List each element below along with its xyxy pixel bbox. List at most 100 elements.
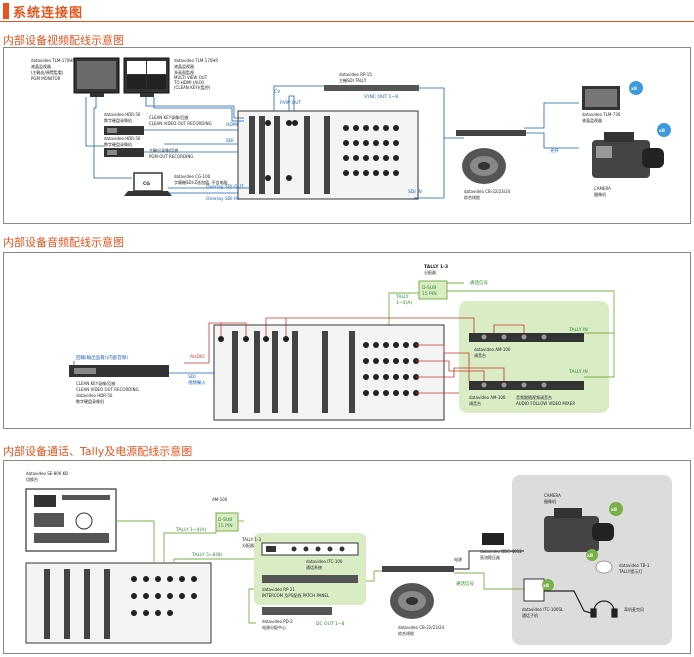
audio-section-title: 内部设备音频配线示意图 <box>3 236 124 249</box>
intercom-camera-badge-bg <box>609 502 623 516</box>
video-diagram: datavideo TLM-170HR 液晶监视器 (主輸出/預覽監看) PGM… <box>31 57 671 202</box>
pgm-monitor-line3: PGM MONITOR <box>31 76 61 81</box>
page-title: 系统连接图 <box>13 6 84 21</box>
overlay-out-label: Overlay SDI OUT <box>206 184 244 190</box>
intercom-dsub-line1: D-SUB <box>218 517 232 523</box>
rp21-desc: INTERCOM 及PS配线 PATCH PANEL <box>262 592 330 598</box>
hdr-line3: CLEAN VIDEO OUT RECORDING <box>76 387 139 392</box>
se800-keyboard <box>25 488 117 552</box>
am100-top <box>469 333 584 342</box>
tally-in-top: TALLY IN <box>568 327 588 333</box>
sync-out-label: SYNC OUT 1~8 <box>364 94 398 100</box>
tb1-unit <box>595 560 613 574</box>
intercom-tally-58: TALLY 5~8(B) <box>191 552 222 558</box>
am-bottom-model: datavideo AM-100 <box>469 395 506 400</box>
tally-14-line1: TALLY <box>395 294 409 300</box>
pvw-out-label: PVW OUT <box>280 100 302 106</box>
hdr-line1: 回输(輸出监看)(内部音频) <box>76 354 128 361</box>
video-cables <box>85 85 579 199</box>
am-top-desc: 调音台 <box>474 352 486 358</box>
pd2-model: datavideo PD-2 <box>262 619 293 624</box>
cable-reel <box>456 130 526 184</box>
hdr-pgm-label1: 主輸出录像/回放 <box>149 147 178 153</box>
header-accent-bar <box>3 3 9 19</box>
intercom-diagram-panel: datavideo SE-800 KB 切换台 AM-100 D-SUB 15 … <box>3 460 691 654</box>
tally-14-line2: 1~4(A) <box>396 300 412 306</box>
tlm730-model: datavideo TLM-730 <box>582 112 621 117</box>
hdr-clean-label1: CLEAN KEY录像/回放 <box>149 114 189 120</box>
camera-label: CAMERA <box>594 186 611 191</box>
multiview-line5: (CLEAN KEY)(監控) <box>174 84 211 90</box>
tally-box-line2: 15 PIN <box>422 291 437 297</box>
camera-desc: 摄像机 <box>594 191 606 197</box>
hdr-line2: CLEAN KEY录像/回放 <box>76 380 116 386</box>
pgm-monitor-line1: 液晶监视器 <box>31 63 51 69</box>
intercom-section-title: 内部设备通话、Tally及电源配线示意图 <box>3 445 193 458</box>
video-section-title: 内部设备视频配线示意图 <box>3 34 124 47</box>
intercom-camera-desc: 摄像机 <box>544 498 556 504</box>
multiview-monitor <box>123 57 170 97</box>
fiber-label: 光纤 <box>550 147 559 154</box>
itc100sl-unit <box>523 578 545 602</box>
itc100sl-badge: x8 <box>543 583 549 589</box>
cable-model: datavideo CB-22/23/24 <box>464 189 511 194</box>
rp15-panel <box>324 85 419 91</box>
monitor-badge: x8 <box>631 86 637 92</box>
tally-in-bottom: TALLY IN <box>568 369 588 375</box>
intercom-tally-13-line2: 分配器 <box>242 542 254 548</box>
sdi-in-label-audio: 视频輸入 <box>188 379 206 386</box>
rp15-desc: 主機SDI TALLY <box>339 77 367 83</box>
rp15-model: datavideo RP-15 <box>339 72 372 77</box>
am-bottom-desc: 调音台 <box>469 400 481 406</box>
hdr-clean-desc: 数字硬盘录像机 <box>104 117 132 123</box>
camera <box>592 132 664 178</box>
dcc-unit <box>482 533 504 545</box>
itc100-unit <box>261 542 359 556</box>
dcc-model: datavideo DDC-4012 <box>480 549 522 554</box>
intercom-rack <box>25 562 212 644</box>
sdi-label: SDI <box>226 138 234 144</box>
itc100-desc: 通话系统 <box>306 564 322 570</box>
audio-rack <box>213 324 445 421</box>
cg-desc: 字幕機SDI-Z迭加值, 不含电脑 <box>174 179 228 185</box>
hdr-clean-recorder <box>104 126 144 135</box>
intercom-camera <box>544 508 614 552</box>
switcher-rack <box>237 110 419 200</box>
tally-box-line1: D-SUB <box>422 285 436 291</box>
rp21-model: datavideo RP-21 <box>262 587 295 592</box>
itc100-model: datavideo ITC-100 <box>306 559 343 564</box>
cg-screen-label: CG <box>143 181 150 187</box>
cv-label: CV <box>274 89 281 95</box>
cg-model: datavideo CG-100 <box>174 174 211 179</box>
tlm730-monitor <box>582 86 620 110</box>
audio-rack-ports <box>218 336 419 396</box>
multiview-line1: 液晶监视器 <box>174 63 194 69</box>
intercom-cable-model: datavideo CB-22/23/24 <box>398 625 445 630</box>
audio-cables <box>184 317 525 394</box>
pgm-monitor-line2: (主輸出/預覽監看) <box>31 69 64 75</box>
hdr-pgm-desc: 数字硬盘录像机 <box>104 141 132 147</box>
hdr-line5: 数字硬盘录像机 <box>76 398 104 404</box>
pgm-monitor-model: datavideo TLM-170HR <box>31 58 75 63</box>
hdr-pgm-model: datavideo HDR-50 <box>104 136 141 141</box>
camera-badge: x8 <box>659 128 665 134</box>
am100-bottom <box>469 381 584 390</box>
tb1-model: datavideo TB-1 <box>619 563 650 568</box>
cg-laptop <box>124 172 172 196</box>
audio-hdr-recorder <box>69 365 169 377</box>
tally-box-sub: 分配器 <box>424 269 436 275</box>
intercom-dsub-box <box>215 512 239 532</box>
tb1-badge: x8 <box>587 553 593 559</box>
intercom-am-label: AM-100 <box>212 497 228 502</box>
hdr-clean-model: datavideo HDR-50 <box>104 112 141 117</box>
am-bottom-label1: 音频跟随视频调音台 <box>516 394 552 400</box>
dcc-desc: 直流稳压器 <box>480 554 500 560</box>
intercom-dsub-line2: 15 PIN <box>218 523 233 529</box>
tally-dsub-box <box>418 280 448 300</box>
intercom-camera-badge: x8 <box>611 507 617 513</box>
tlm730-desc: 液晶监视器 <box>582 117 602 123</box>
intercom-tally-cables <box>116 520 524 624</box>
intercom-tally-13-line1: TALLY 1-3 <box>241 537 261 542</box>
pgm-monitor <box>73 57 120 97</box>
header-rule <box>0 21 694 22</box>
